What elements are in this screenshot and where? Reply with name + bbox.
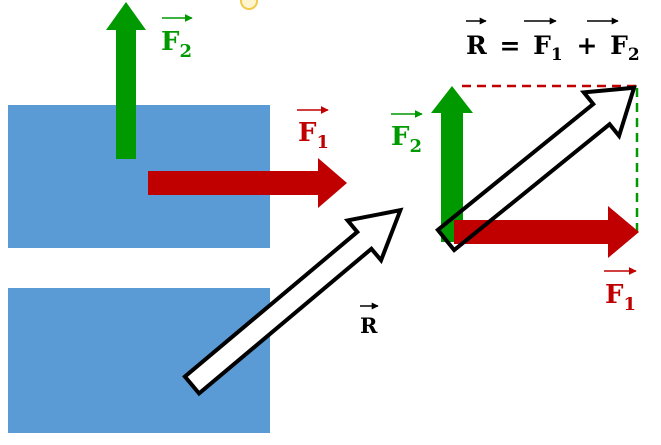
resultant-arrow-right: [435, 85, 637, 253]
f1-arrow-right: [454, 206, 639, 258]
f2-arrow-left: [106, 2, 146, 159]
resultant-equation: R = F1 + F2: [466, 17, 640, 66]
f2-label-right: F2: [391, 110, 423, 157]
f1-label-left: F1: [297, 106, 329, 153]
f2-arrow-right: [431, 86, 473, 242]
svg-text:R: R: [360, 313, 378, 338]
f1-label-right: F1: [604, 267, 637, 315]
r-label-left: R: [360, 302, 379, 338]
f2-label-left: F2: [161, 14, 193, 62]
svg-text:F2: F2: [161, 27, 192, 62]
note-circle: [240, 0, 258, 10]
svg-text:R = F1 +: R = F1 + F2: [466, 31, 640, 66]
svg-text:F1: F1: [298, 118, 329, 153]
svg-text:F1: F1: [605, 280, 636, 315]
f1-arrow-left: [148, 158, 347, 208]
svg-text:F2: F2: [391, 122, 422, 157]
resultant-arrow-left: [182, 207, 404, 397]
